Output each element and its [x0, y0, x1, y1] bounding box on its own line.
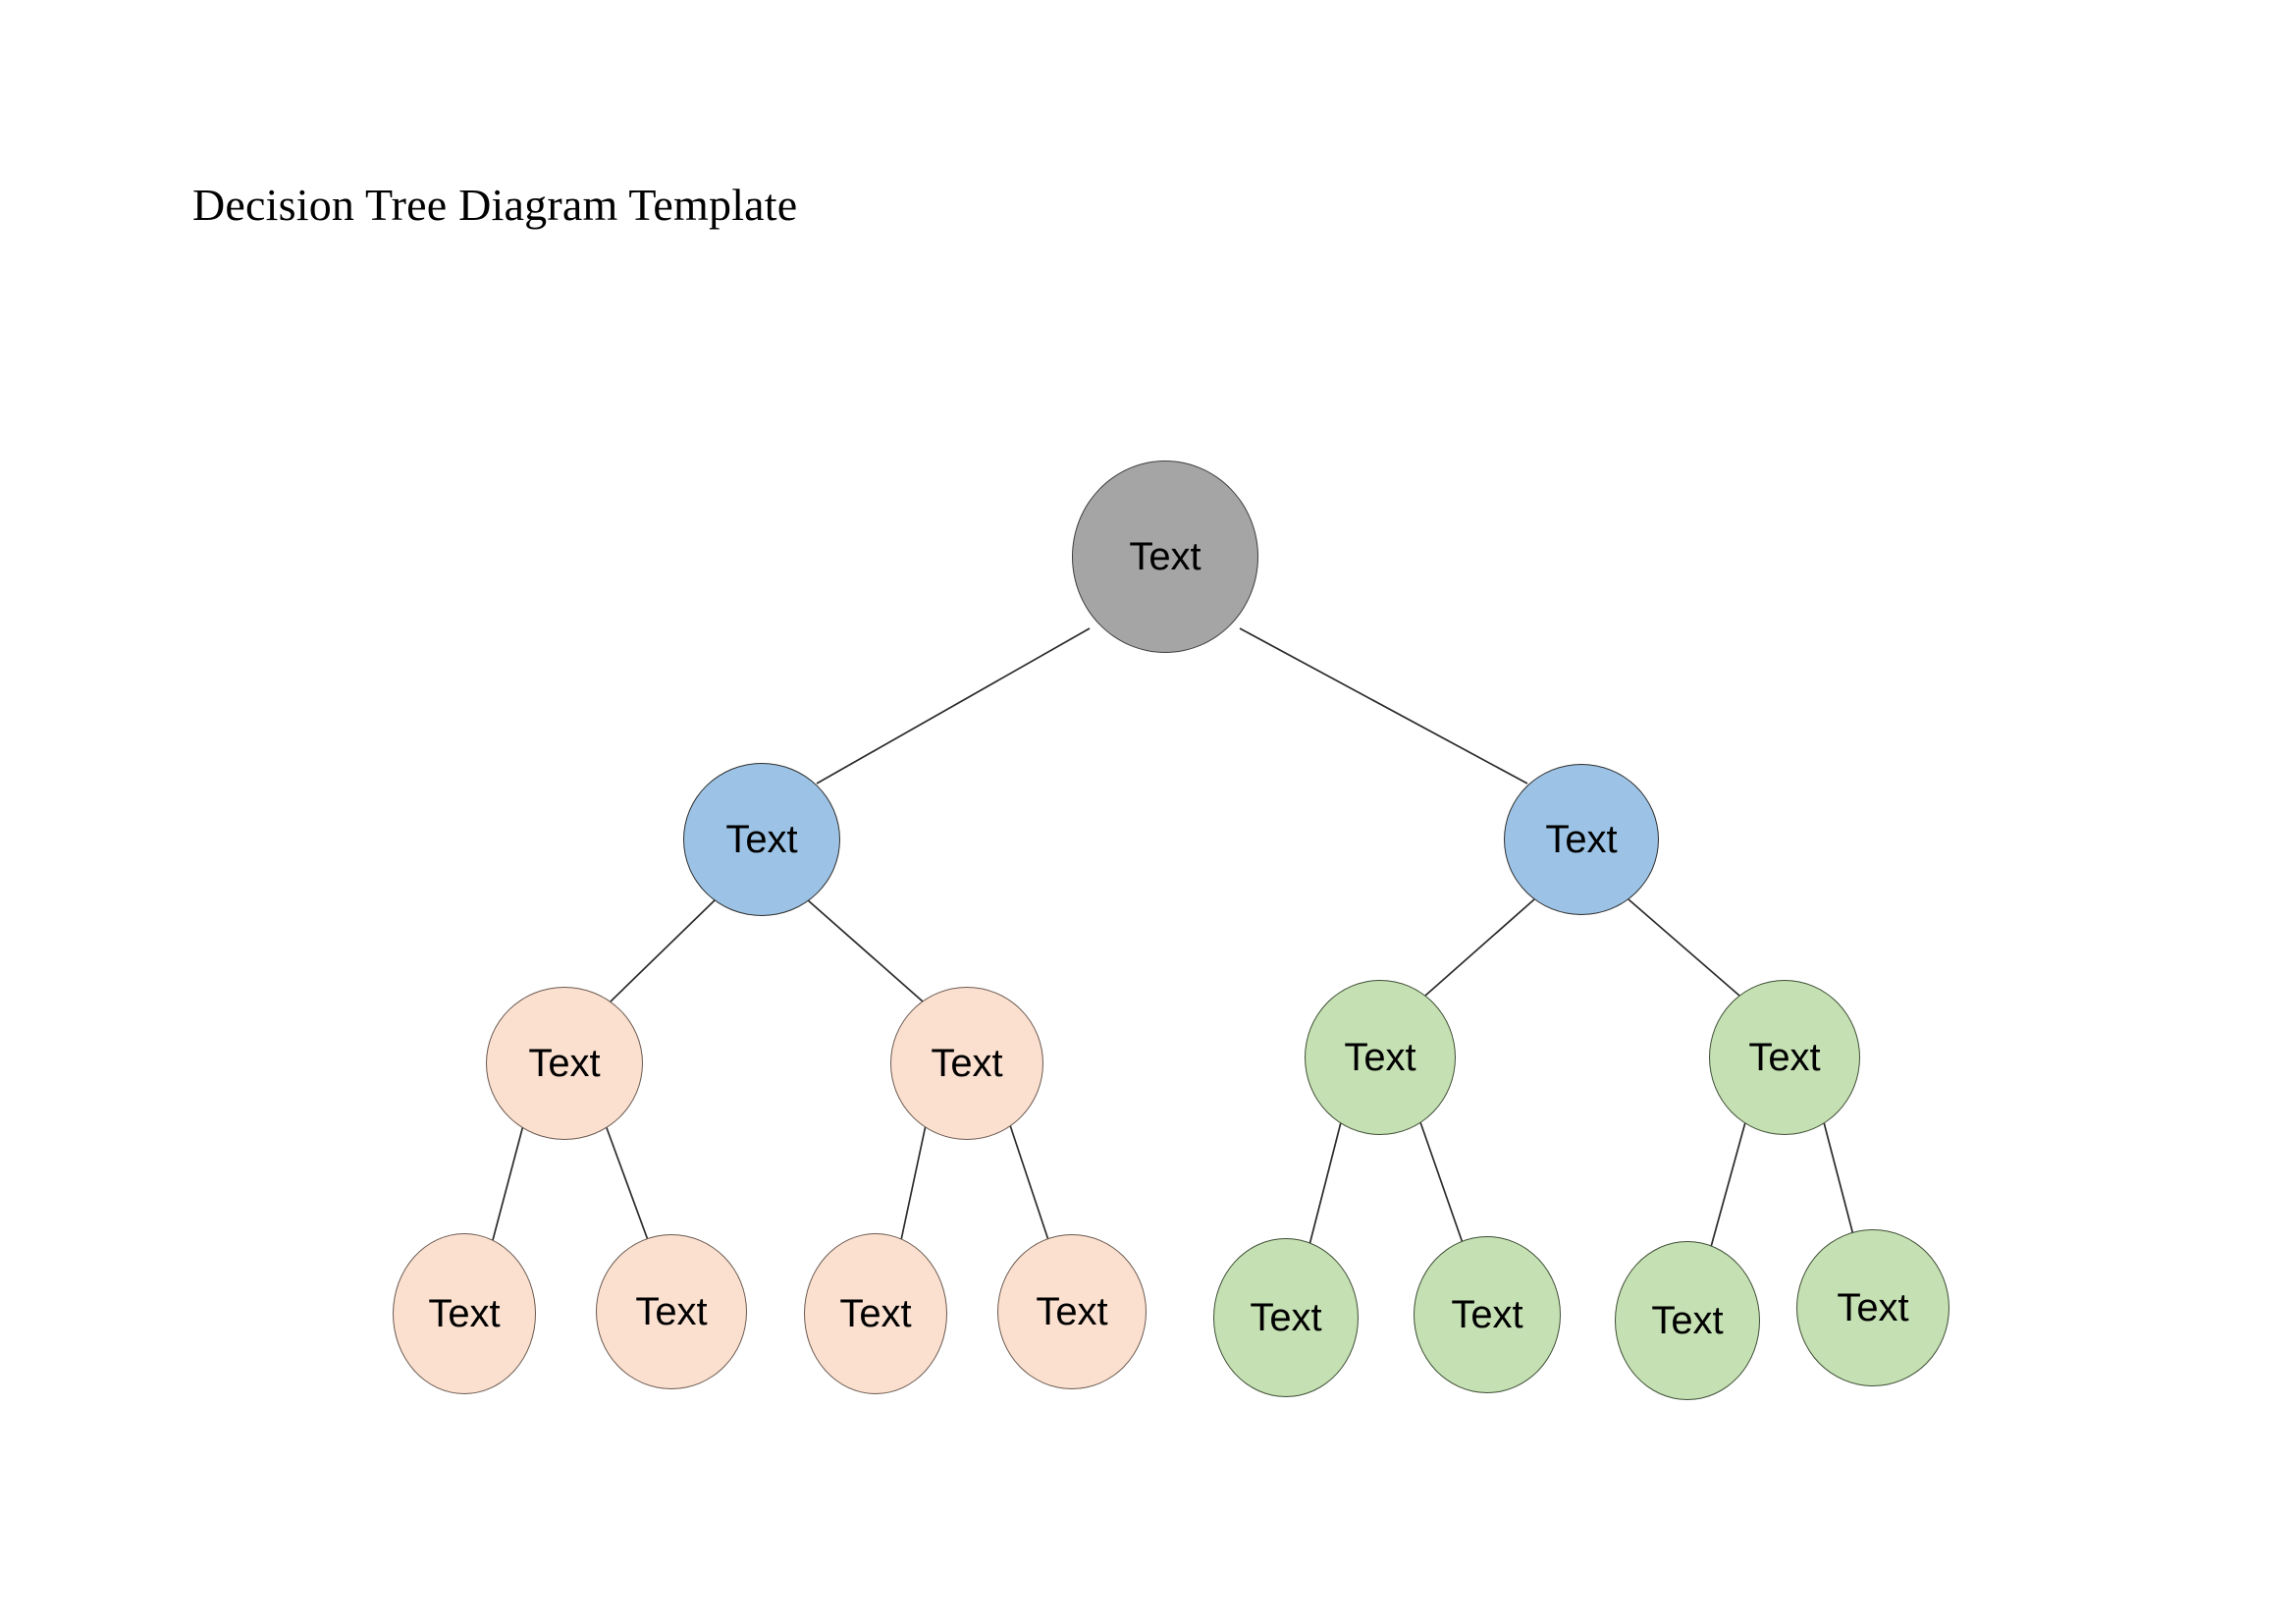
tree-node-label: Text: [1036, 1290, 1108, 1333]
tree-node-b2[interactable]: Text: [1504, 764, 1659, 915]
tree-node-p2b[interactable]: Text: [997, 1234, 1147, 1389]
tree-edge: [1424, 898, 1535, 997]
tree-edge: [605, 1124, 649, 1241]
tree-node-g1a[interactable]: Text: [1213, 1238, 1359, 1397]
tree-edge: [1628, 898, 1740, 997]
tree-node-label: Text: [1129, 535, 1201, 578]
tree-node-label: Text: [839, 1292, 912, 1335]
tree-node-root[interactable]: Text: [1072, 460, 1258, 653]
tree-edge: [492, 1124, 524, 1241]
tree-node-p2[interactable]: Text: [890, 987, 1043, 1140]
tree-edge: [1710, 1121, 1746, 1248]
tree-node-g1b[interactable]: Text: [1414, 1236, 1561, 1393]
tree-edge: [816, 627, 1091, 785]
tree-node-label: Text: [725, 818, 798, 861]
tree-node-label: Text: [1837, 1286, 1909, 1329]
tree-node-p1[interactable]: Text: [486, 987, 643, 1140]
tree-node-label: Text: [528, 1042, 601, 1085]
tree-node-p1b[interactable]: Text: [596, 1234, 747, 1389]
tree-node-g2[interactable]: Text: [1709, 980, 1860, 1135]
tree-edge: [806, 898, 924, 1002]
tree-node-label: Text: [931, 1042, 1003, 1085]
tree-node-g2b[interactable]: Text: [1796, 1229, 1949, 1386]
tree-node-label: Text: [635, 1290, 708, 1333]
tree-edge: [1009, 1124, 1049, 1241]
tree-node-label: Text: [1250, 1296, 1322, 1339]
tree-edge: [1308, 1121, 1342, 1246]
tree-node-label: Text: [1545, 818, 1618, 861]
tree-node-g2a[interactable]: Text: [1615, 1241, 1760, 1400]
tree-node-label: Text: [428, 1292, 501, 1335]
tree-node-g1[interactable]: Text: [1305, 980, 1456, 1135]
tree-node-p2a[interactable]: Text: [804, 1233, 947, 1394]
page-title: Decision Tree Diagram Template: [192, 180, 798, 230]
tree-node-p1a[interactable]: Text: [393, 1233, 536, 1394]
tree-node-label: Text: [1344, 1036, 1416, 1079]
tree-node-b1[interactable]: Text: [683, 763, 840, 916]
tree-edge: [900, 1124, 927, 1241]
tree-node-label: Text: [1451, 1293, 1523, 1336]
tree-edge: [1239, 627, 1528, 785]
tree-edge: [610, 898, 717, 1002]
tree-edge: [1419, 1121, 1464, 1244]
tree-node-label: Text: [1748, 1036, 1821, 1079]
tree-edge: [1823, 1121, 1854, 1236]
tree-node-label: Text: [1651, 1299, 1724, 1342]
